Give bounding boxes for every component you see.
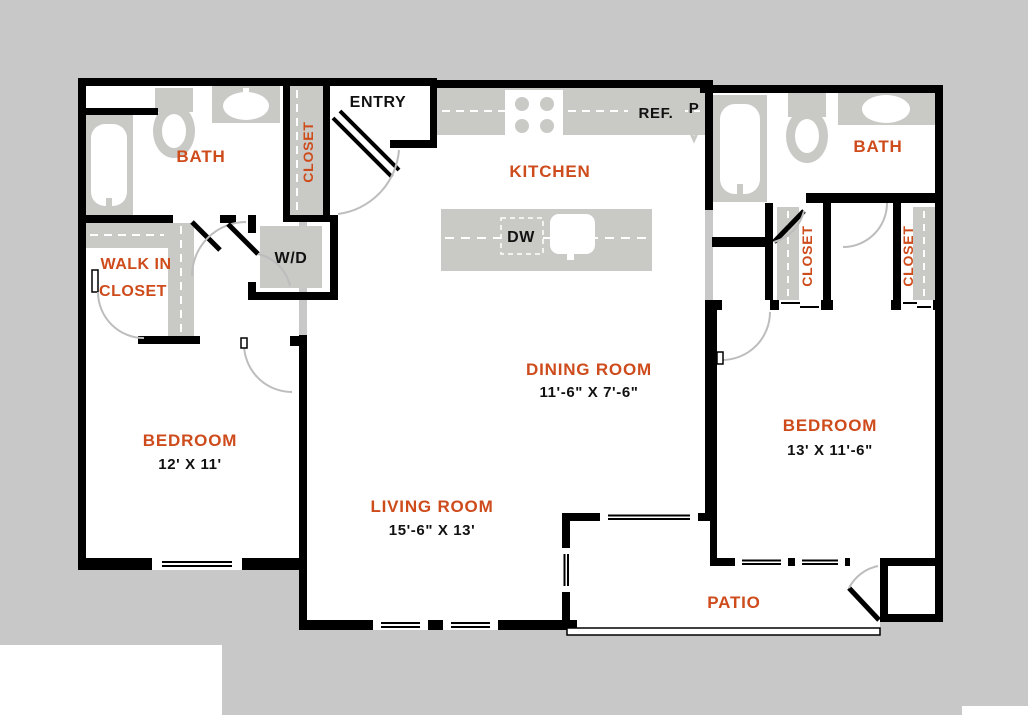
bedroom-left-door [240, 337, 293, 393]
bath-left-label: BATH [176, 147, 225, 166]
bathtub-right [713, 95, 767, 202]
wd-door [226, 222, 291, 287]
bedroom-right-dims: 13' X 11'-6" [787, 442, 873, 459]
bath-left-door [190, 220, 247, 277]
window-bedroom-right-2 [795, 558, 845, 566]
window-dining [600, 513, 698, 521]
closet-right-b-shelf [913, 207, 935, 300]
bathtub-left [85, 113, 133, 215]
entry-closet-label: CLOSET [300, 121, 316, 183]
wall-openings [173, 215, 891, 566]
window-living-1 [373, 620, 428, 630]
fixtures [85, 86, 935, 336]
dishwasher-box [500, 217, 544, 255]
washer-dryer-unit [260, 226, 322, 288]
living-room-dims: 15'-6" X 13' [389, 522, 476, 539]
kitchen-island [441, 209, 652, 271]
bedroom-right-label: BEDROOM [783, 416, 877, 435]
bath-right-label: BATH [853, 137, 902, 156]
closet-right-a-label: CLOSET [799, 225, 815, 287]
patio-label: PATIO [707, 593, 760, 612]
bath-right-inner-door [772, 209, 806, 244]
walk-in-shelves [86, 222, 194, 336]
sink-right [838, 93, 935, 125]
entry-door [331, 109, 401, 215]
island-sink [550, 214, 595, 260]
bedroom-left-dims: 12' X 11' [158, 456, 221, 473]
pantry-door [682, 117, 706, 144]
toilet-right [786, 93, 828, 163]
closet-right-b-label: CLOSET [900, 225, 916, 287]
entry-closet-shelf [290, 86, 323, 215]
dishwasher-label: DW [507, 229, 535, 246]
window-bedroom-right-1 [735, 558, 788, 566]
doors [91, 109, 888, 622]
kitchen-label: KITCHEN [509, 162, 590, 181]
patio-slab [566, 627, 881, 636]
stove [505, 90, 563, 138]
labels: BATH CLOSET ENTRY KITCHEN REF. P BATH WA… [99, 94, 916, 612]
wd-label: W/D [275, 250, 308, 267]
entry-label: ENTRY [350, 94, 407, 111]
walk-in-door [91, 269, 145, 339]
bedroom-right-door [716, 311, 771, 365]
bath-right-door [842, 202, 888, 248]
dining-room-label: DINING ROOM [526, 360, 652, 379]
dining-room-dims: 11'-6" X 7'-6" [540, 384, 639, 401]
refrigerator-label: REF. [639, 105, 674, 122]
window-patio-left [562, 548, 570, 592]
window-living-2 [443, 620, 498, 630]
toilet-left [153, 88, 195, 158]
walk-in-closet-label-2: CLOSET [99, 283, 167, 300]
walk-in-closet-label-1: WALK IN [100, 256, 171, 273]
slider-closet-b [901, 300, 933, 310]
window-bedroom-left [152, 558, 242, 570]
refrigerator-box [628, 91, 685, 134]
patio-door [847, 565, 881, 622]
slider-closet-a [779, 300, 821, 310]
sink-left [212, 86, 280, 123]
pantry-label: P [689, 100, 700, 117]
windows [152, 300, 933, 630]
bedroom-left-label: BEDROOM [143, 431, 237, 450]
living-room-label: LIVING ROOM [370, 497, 493, 516]
